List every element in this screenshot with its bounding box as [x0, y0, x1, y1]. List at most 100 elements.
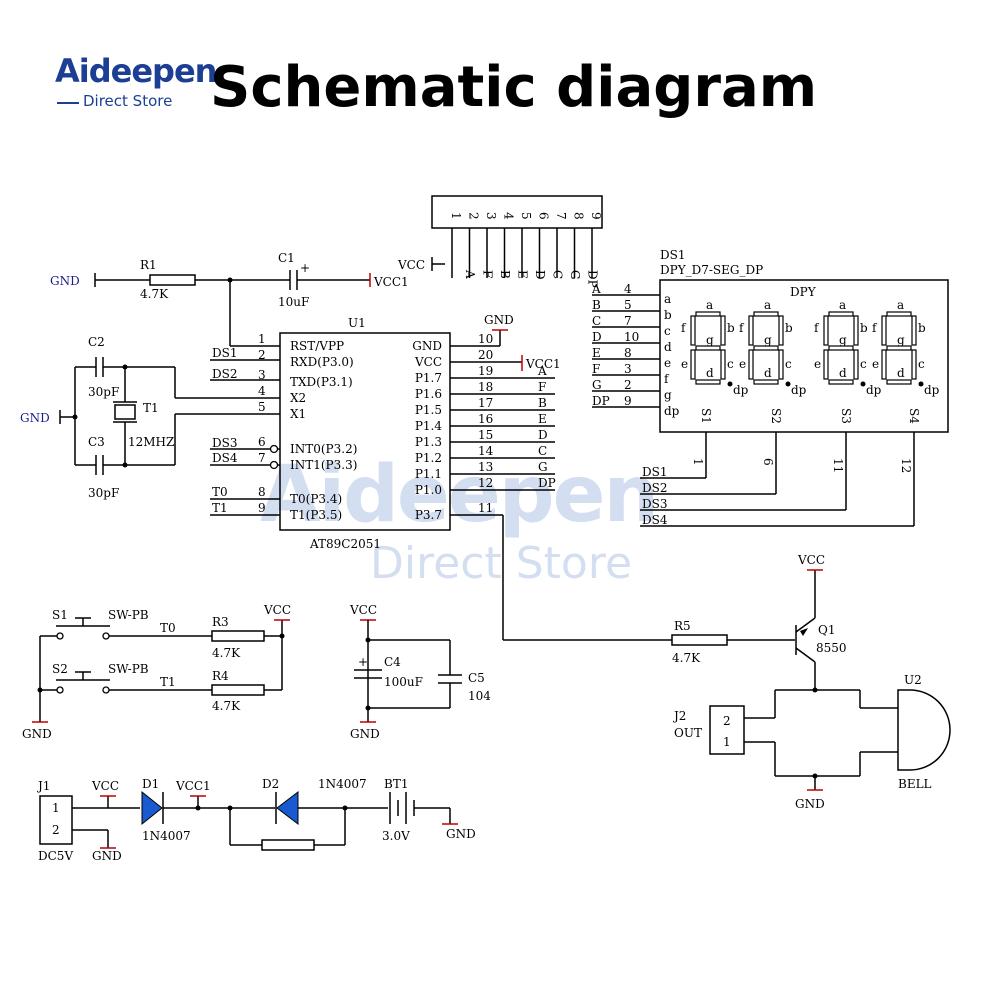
mcu-pin-label: VCC [414, 355, 442, 369]
net-ds2-label: DS2 [212, 367, 237, 381]
u2-name: BELL [898, 777, 932, 791]
display-common-net: DS1 [642, 465, 667, 479]
j2-ref: J2 [672, 709, 686, 723]
digit-seg-label: g [897, 333, 905, 347]
display-pin-num: 4 [624, 282, 632, 296]
mcu-pin-num: 1 [258, 332, 266, 346]
mcu-pin-label: X1 [290, 407, 306, 421]
r3-value: 4.7K [212, 646, 241, 660]
digit-seg-label: b [860, 321, 868, 335]
digit-seg-label: d [839, 366, 847, 380]
net-ds3-label: DS3 [212, 436, 237, 450]
resistor-r5 [671, 634, 728, 646]
decoupling-circuit: VCC C4 100uF + C5 104 GND [349, 603, 491, 741]
mcu-ref: U1 [348, 316, 366, 330]
display-pin-net: E [592, 346, 601, 360]
s1-type: SW-PB [108, 608, 149, 622]
mcu-pin-num: 14 [478, 444, 494, 458]
mcu-body [279, 332, 451, 531]
digit-seg-label: f [872, 321, 878, 335]
s2-ref: S2 [52, 662, 68, 676]
mcu-pin-label: INT0(P3.2) [290, 442, 357, 456]
display-pin-seg: a [664, 292, 671, 306]
mcu-pin-num: 20 [478, 348, 493, 362]
connector-pin-num: 2 [467, 212, 481, 220]
page-title: Schematic diagram [210, 55, 818, 120]
d1-ref: D1 [142, 777, 159, 791]
display-common-num: 12 [899, 458, 913, 473]
q1-ref: Q1 [818, 623, 835, 637]
c3-ref: C3 [88, 435, 105, 449]
u2-ref: U2 [904, 673, 922, 687]
digit-seg-label: b [727, 321, 735, 335]
display-pin-num: 10 [624, 330, 639, 344]
c5-ref: C5 [468, 671, 485, 685]
mcu-pin-label: RST/VPP [290, 339, 344, 353]
digit-seg-label: dp [791, 383, 807, 397]
r4-ref: R4 [212, 669, 229, 683]
mcu-pin-label: P1.5 [415, 403, 442, 417]
c1-ref: C1 [278, 251, 295, 265]
s2-net: T1 [160, 675, 176, 689]
mcu-net-label: C [538, 444, 547, 458]
r4-value: 4.7K [212, 699, 241, 713]
mcu-net-label: E [538, 412, 547, 426]
mcu-pin-label: P1.4 [415, 419, 443, 433]
mcu-pin-num: 5 [258, 400, 266, 414]
display-common-label: S3 [839, 408, 853, 424]
brand-logo: Aideepen Direct Store [55, 52, 285, 122]
j1-pin-2: 2 [52, 823, 60, 837]
mcu-pin-num: 18 [478, 380, 493, 394]
t1-value: 12MHZ [128, 435, 174, 449]
display-pin-net: C [592, 314, 601, 328]
c4-value: 100uF [384, 675, 423, 689]
mcu-pin-label: P1.6 [415, 387, 442, 401]
mcu-net-label: D [538, 428, 548, 442]
bt1-ref: BT1 [384, 777, 408, 791]
d2-value: 1N4007 [318, 777, 367, 791]
mcu-net-label: A [537, 364, 547, 378]
diode-d1 [141, 790, 163, 826]
mcu-pin-num: 13 [478, 460, 493, 474]
digit-seg-label: g [839, 333, 847, 347]
display-pin-net: A [591, 282, 601, 296]
buzzer-circuit: R5 4.7K Q1 8550 VCC GND J2 OUT 2 1 U2 BE… [450, 514, 951, 811]
net-ds1-label: DS1 [212, 346, 237, 360]
display-pin-num: 8 [624, 346, 632, 360]
mcu-part: AT89C2051 [309, 537, 381, 551]
display-title: DPY [790, 285, 817, 299]
resistor-r4 [211, 684, 265, 696]
mcu-pin-label: P1.2 [415, 451, 442, 465]
crystal-circuit: GND C2 30pF C3 30pF T1 12MHZ [20, 335, 280, 500]
net-t1-label: T1 [212, 501, 228, 515]
display-pin-seg: b [664, 308, 672, 322]
mcu-pin-label: P3.7 [415, 508, 442, 522]
digit-seg-label: dp [866, 383, 882, 397]
display-pin-num: 9 [624, 394, 632, 408]
mcu-pin-num: 12 [478, 476, 493, 490]
mcu-pin-num: 17 [478, 396, 493, 410]
buzzer-gnd-label: GND [795, 797, 825, 811]
digit-seg-label: dp [733, 383, 749, 397]
display-pin-num: 2 [624, 378, 632, 392]
digit-seg-label: e [739, 357, 746, 371]
display-pin-net: F [592, 362, 600, 376]
j2-pin-2: 2 [723, 714, 731, 728]
display-common-net: DS3 [642, 497, 667, 511]
power-gnd2-label: GND [446, 827, 476, 841]
digit-seg-label: f [681, 321, 687, 335]
display-pin-net: G [592, 378, 602, 392]
display-pin-seg: g [664, 388, 672, 402]
mcu-pin-label: T0(P3.4) [290, 492, 342, 506]
digit-seg-label: a [706, 298, 713, 312]
connector-j2 [709, 705, 745, 755]
mcu-pin-num: 19 [478, 364, 493, 378]
d1-value: 1N4007 [142, 829, 191, 843]
